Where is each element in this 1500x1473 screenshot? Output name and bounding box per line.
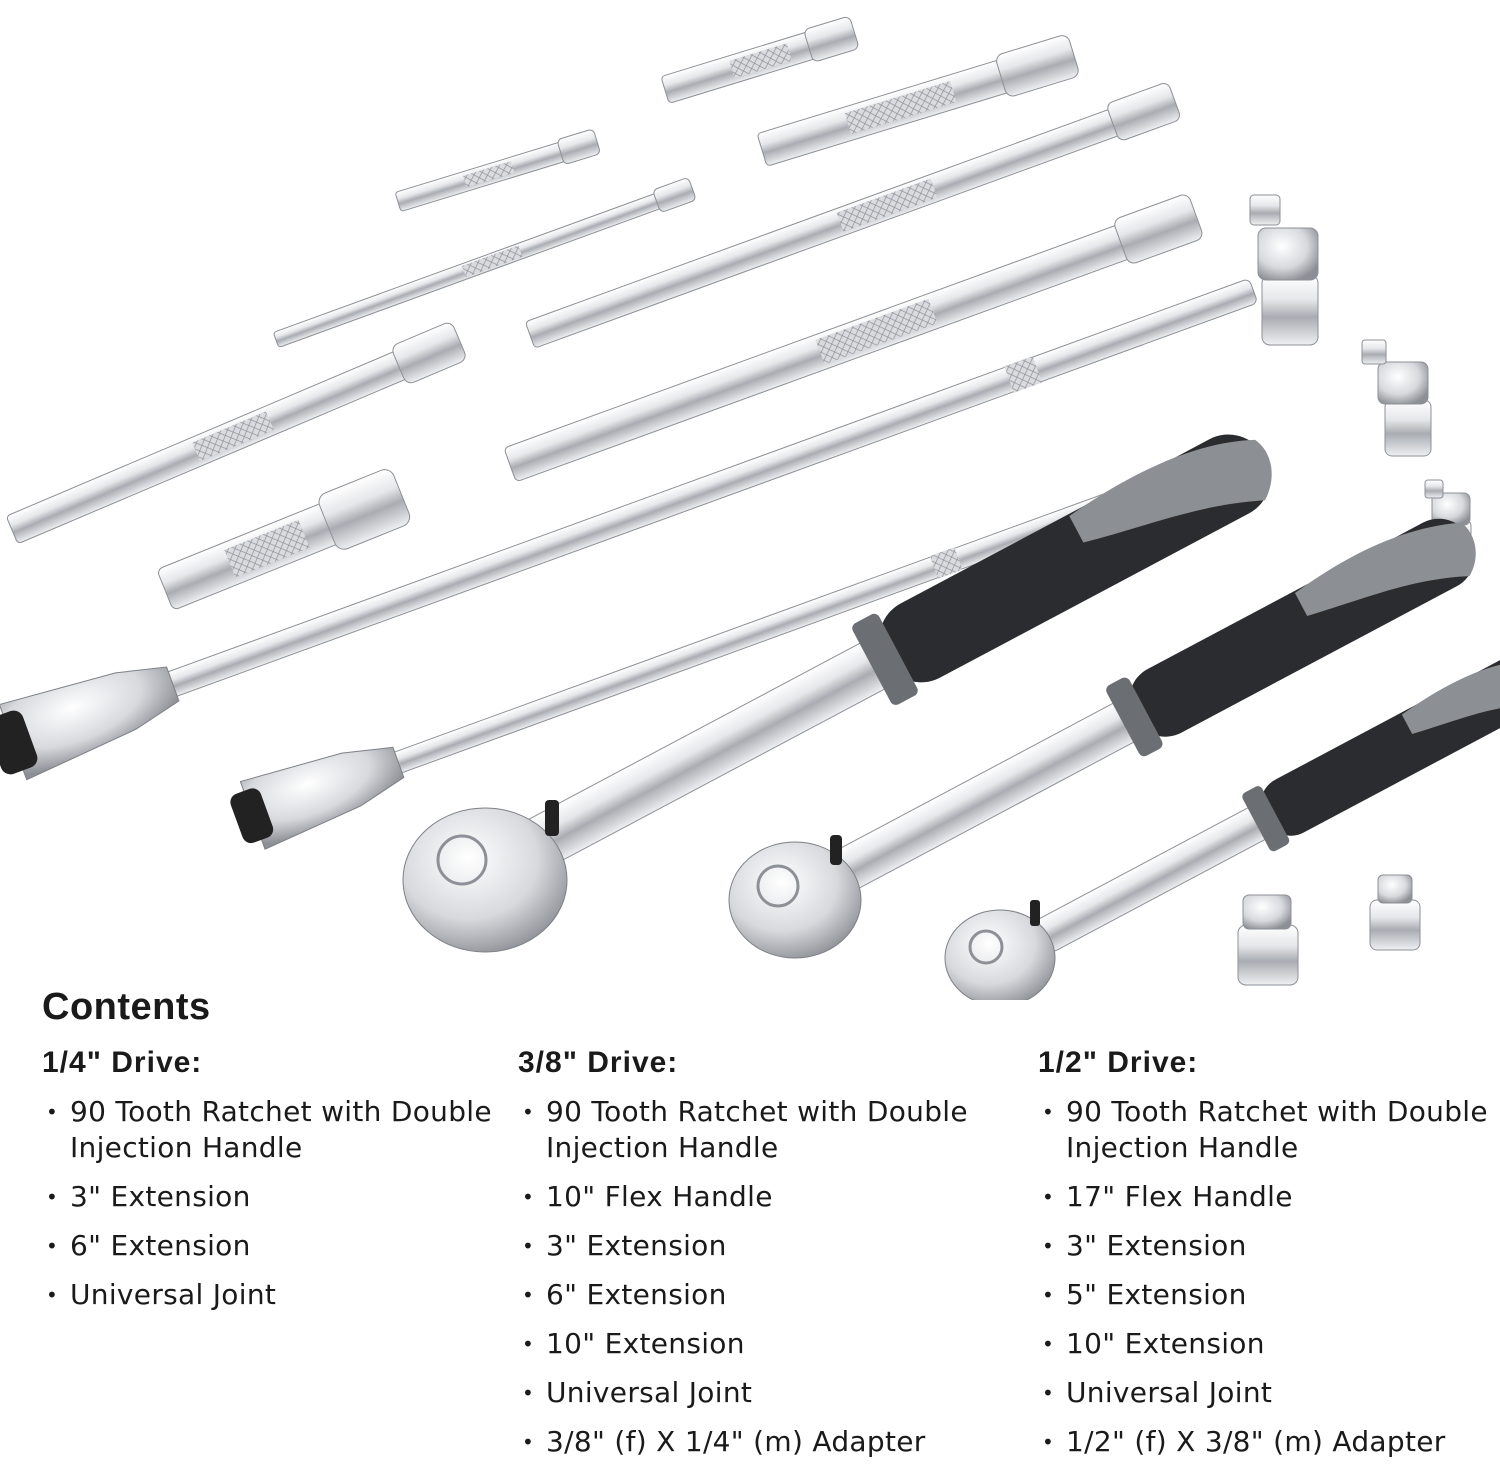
list-item: Universal Joint	[518, 1375, 988, 1411]
list-item: 17" Flex Handle	[1038, 1179, 1500, 1215]
list-item: 1/2" (f) X 3/8" (m) Adapter	[1038, 1424, 1500, 1460]
list-item: 3" Extension	[518, 1228, 988, 1264]
contents-heading: Contents	[42, 986, 211, 1028]
universal-joint	[1249, 194, 1319, 346]
list-item: Universal Joint	[1038, 1375, 1500, 1411]
list-item: 3" Extension	[42, 1179, 512, 1215]
list-item: 6" Extension	[518, 1277, 988, 1313]
ratchet	[728, 518, 1476, 959]
list-item: 10" Flex Handle	[518, 1179, 988, 1215]
extension-bar	[504, 194, 1203, 482]
extension-bar	[6, 322, 466, 544]
list-item: 6" Extension	[42, 1228, 512, 1264]
three-eighths-drive-column: 3/8" Drive: 90 Tooth Ratchet with Double…	[518, 1046, 988, 1473]
universal-joint	[1361, 339, 1432, 457]
adapter	[1369, 874, 1421, 951]
list-item: 90 Tooth Ratchet with Double Injection H…	[42, 1094, 512, 1166]
extension-bar	[757, 35, 1079, 166]
list-item: 3/8" (f) X 1/4" (m) Adapter	[518, 1424, 988, 1460]
tool-set-photo	[0, 16, 1500, 1000]
column-title: 1/2" Drive:	[1038, 1046, 1199, 1079]
flex-handle	[0, 279, 1257, 781]
list-item: 90 Tooth Ratchet with Double Injection H…	[518, 1094, 988, 1166]
ratchet	[944, 657, 1500, 1000]
list-item: 3" Extension	[1038, 1228, 1500, 1264]
list-item: 10" Extension	[518, 1326, 988, 1362]
item-list: 90 Tooth Ratchet with Double Injection H…	[42, 1094, 512, 1313]
column-title: 3/8" Drive:	[518, 1046, 679, 1079]
ratchet	[402, 434, 1272, 953]
half-inch-drive-column: 1/2" Drive: 90 Tooth Ratchet with Double…	[1038, 1046, 1500, 1473]
list-item: 10" Extension	[1038, 1326, 1500, 1362]
extension-bar	[273, 178, 696, 348]
extension-bar	[158, 469, 411, 610]
item-list: 90 Tooth Ratchet with Double Injection H…	[1038, 1094, 1500, 1460]
adapter	[1237, 894, 1299, 986]
list-item: 5" Extension	[1038, 1277, 1500, 1313]
list-item: 90 Tooth Ratchet with Double Injection H…	[1038, 1094, 1500, 1166]
extension-bar	[525, 83, 1180, 348]
quarter-inch-drive-column: 1/4" Drive: 90 Tooth Ratchet with Double…	[42, 1046, 512, 1326]
extension-bar	[661, 16, 859, 103]
list-item: Universal Joint	[42, 1277, 512, 1313]
column-title: 1/4" Drive:	[42, 1046, 203, 1079]
extension-bar	[395, 129, 600, 212]
item-list: 90 Tooth Ratchet with Double Injection H…	[518, 1094, 988, 1460]
